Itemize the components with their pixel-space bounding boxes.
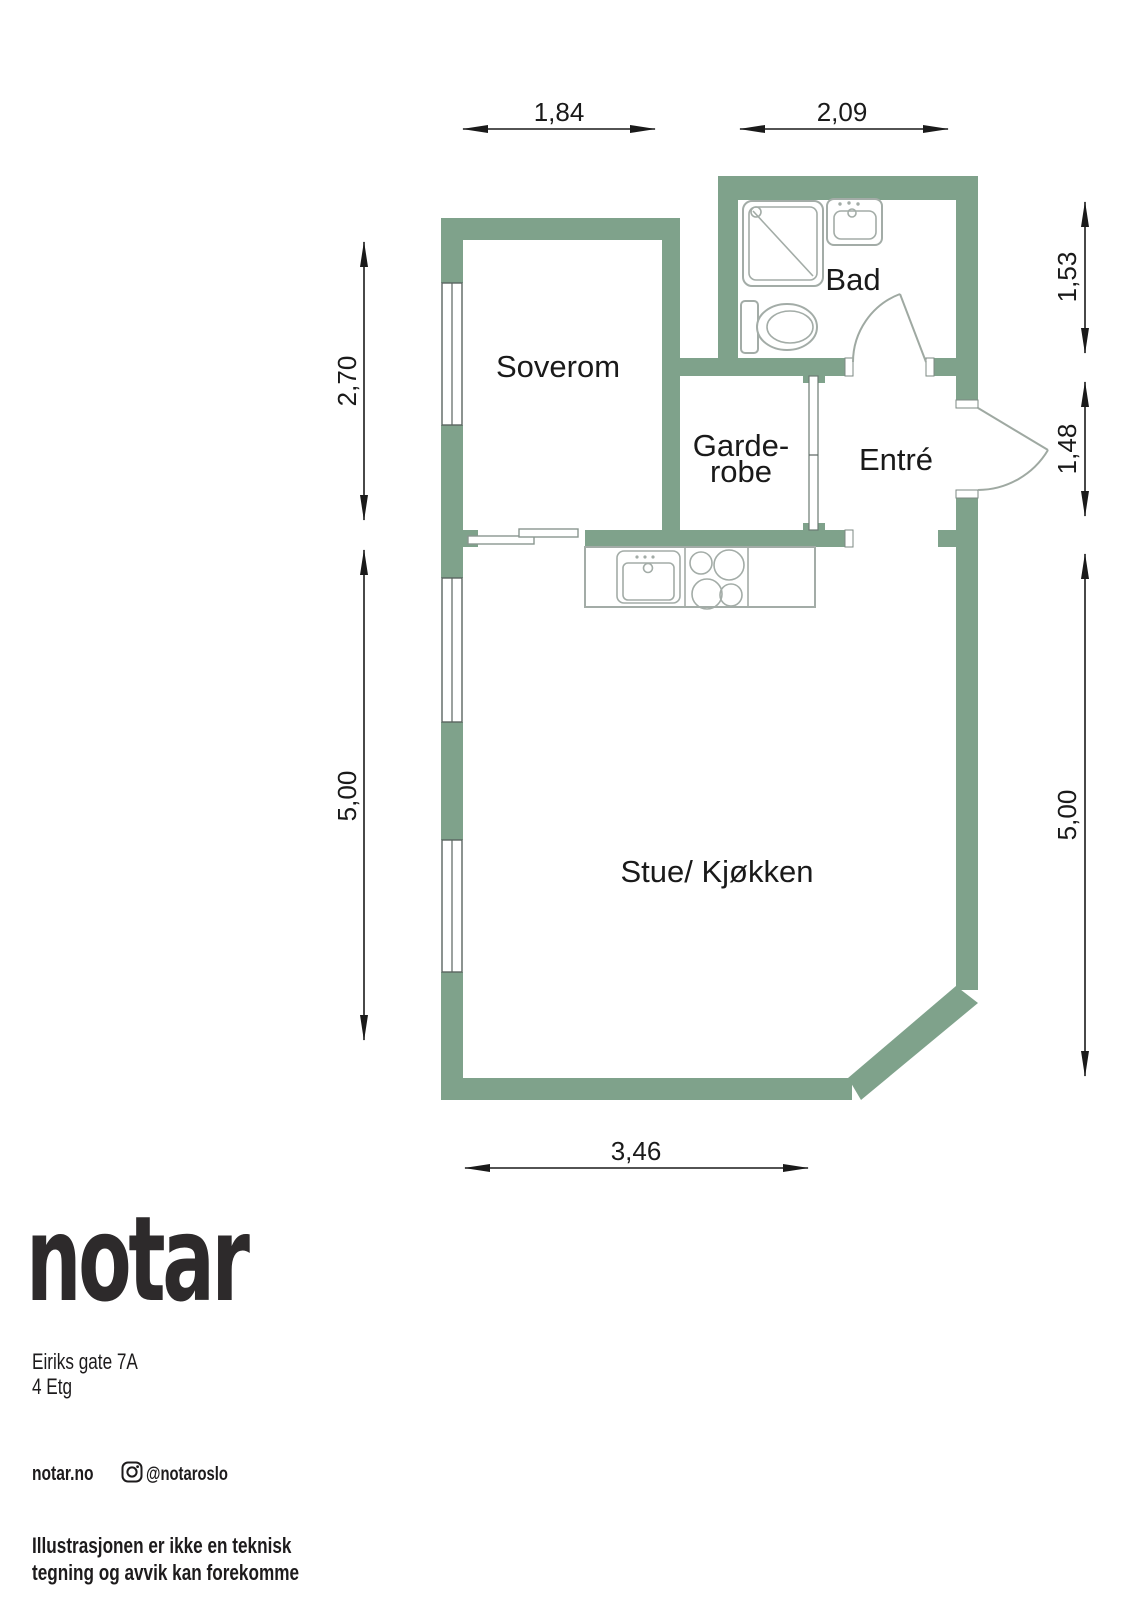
- wall-segment: [441, 972, 463, 1100]
- door-jamb: [844, 357, 854, 377]
- wall-segment: [441, 425, 463, 578]
- shower-inner: [748, 206, 818, 281]
- stove-burner: [691, 578, 723, 610]
- entry-door-arc: [977, 449, 1049, 491]
- bath-sink-faucet: [847, 208, 857, 218]
- toilet-bowl: [756, 303, 818, 351]
- door-jambs: [844, 357, 979, 548]
- kitchen-sink-dot: [643, 555, 647, 559]
- stove-burner: [713, 549, 745, 581]
- wall-segment: [441, 1078, 852, 1100]
- kitchen-faucet: [642, 562, 654, 574]
- disclaimer-line2: tegning og avvik kan forekomme: [32, 1560, 300, 1585]
- disclaimer: Illustrasjonen er ikke en teknisk tegnin…: [32, 1532, 374, 1586]
- toilet-bowl-inner: [766, 310, 814, 344]
- wall-segment: [956, 376, 978, 400]
- kitchen-fixtures: [584, 546, 816, 610]
- stove-burner: [689, 551, 713, 575]
- door-jamb: [955, 399, 979, 409]
- stove-burner: [719, 583, 743, 607]
- shower-drain: [750, 206, 762, 218]
- room-label-wardrobe-line1: Garde-: [693, 428, 789, 463]
- toilet-tank: [740, 300, 759, 354]
- door-jamb: [925, 357, 935, 377]
- dimensions: 1,84 2,09 2,70 5,00 1,53 1,48 5,00 3,46: [332, 97, 1089, 1172]
- wall-segment: [938, 530, 978, 547]
- wall-segment: [662, 358, 845, 376]
- sliding-door-panel: [518, 528, 579, 538]
- wall-segment: [441, 722, 463, 840]
- website-link: notar.no: [32, 1463, 111, 1486]
- dimension-label-left-lower: 5,00: [332, 771, 362, 822]
- room-label-living: Stue/ Kjøkken: [621, 854, 814, 889]
- bath-sink-dot: [847, 201, 851, 205]
- wall-segment: [718, 176, 738, 376]
- wall-diagonal: [848, 986, 978, 1100]
- instagram-handle-text: @notaroslo: [146, 1464, 228, 1485]
- wall-segment: [585, 530, 845, 547]
- wall-segment: [718, 176, 978, 200]
- instagram-handle: @notaroslo: [146, 1464, 251, 1486]
- dimension-label-right-middle: 1,48: [1052, 424, 1082, 475]
- wall-segment: [441, 218, 463, 283]
- door-jamb: [955, 489, 979, 499]
- bath-door-leaf: [899, 293, 927, 363]
- bath-sink-dot: [838, 202, 842, 206]
- kitchen-sink-dot: [651, 555, 655, 559]
- address-block: Eiriks gate 7A 4 Etg: [32, 1349, 168, 1399]
- wardrobe-partition: [808, 375, 819, 531]
- kitchen-sink-icon: [616, 550, 681, 604]
- room-label-entry: Entré: [859, 442, 933, 477]
- disclaimer-line1: Illustrasjonen er ikke en teknisk: [32, 1533, 292, 1558]
- website-text: notar.no: [32, 1463, 94, 1485]
- notar-logo: notar: [26, 1200, 360, 1318]
- instagram-icon: [121, 1461, 143, 1488]
- wall-segment: [956, 498, 978, 990]
- address-line2: 4 Etg: [32, 1374, 73, 1399]
- wall-segment: [956, 200, 978, 360]
- bath-sink-dot: [856, 202, 860, 206]
- room-label-wardrobe-line2: robe: [710, 454, 772, 489]
- dimension-label-top-bath: 2,09: [817, 97, 868, 127]
- entry-door-leaf: [977, 407, 1049, 451]
- wall-segment: [934, 358, 978, 376]
- sliding-door-panel: [467, 535, 535, 545]
- room-labels: Soverom Bad Garde- robe Entré Stue/ Kjøk…: [496, 262, 933, 889]
- doors: [467, 293, 1049, 545]
- door-jamb: [844, 529, 854, 548]
- kitchen-sink-dot: [635, 555, 639, 559]
- kitchen-counter: [584, 546, 816, 608]
- dimension-label-right-upper: 1,53: [1052, 252, 1082, 303]
- room-label-bedroom: Soverom: [496, 349, 620, 384]
- windows: [441, 282, 463, 973]
- bath-door-arc: [852, 293, 901, 363]
- shower-diagonal: [752, 210, 814, 277]
- dimension-label-left-upper: 2,70: [332, 356, 362, 407]
- room-label-bath: Bad: [825, 262, 880, 297]
- notar-logo-text: notar: [26, 1190, 250, 1328]
- bath-fixtures: [740, 198, 883, 354]
- address-line1: Eiriks gate 7A: [32, 1349, 138, 1374]
- dimension-label-bottom: 3,46: [611, 1136, 662, 1166]
- wall-segment: [441, 218, 680, 240]
- dimension-label-top-bedroom: 1,84: [534, 97, 585, 127]
- walls: [441, 176, 978, 1100]
- dimension-label-right-lower: 5,00: [1052, 790, 1082, 841]
- wall-segment: [662, 240, 680, 547]
